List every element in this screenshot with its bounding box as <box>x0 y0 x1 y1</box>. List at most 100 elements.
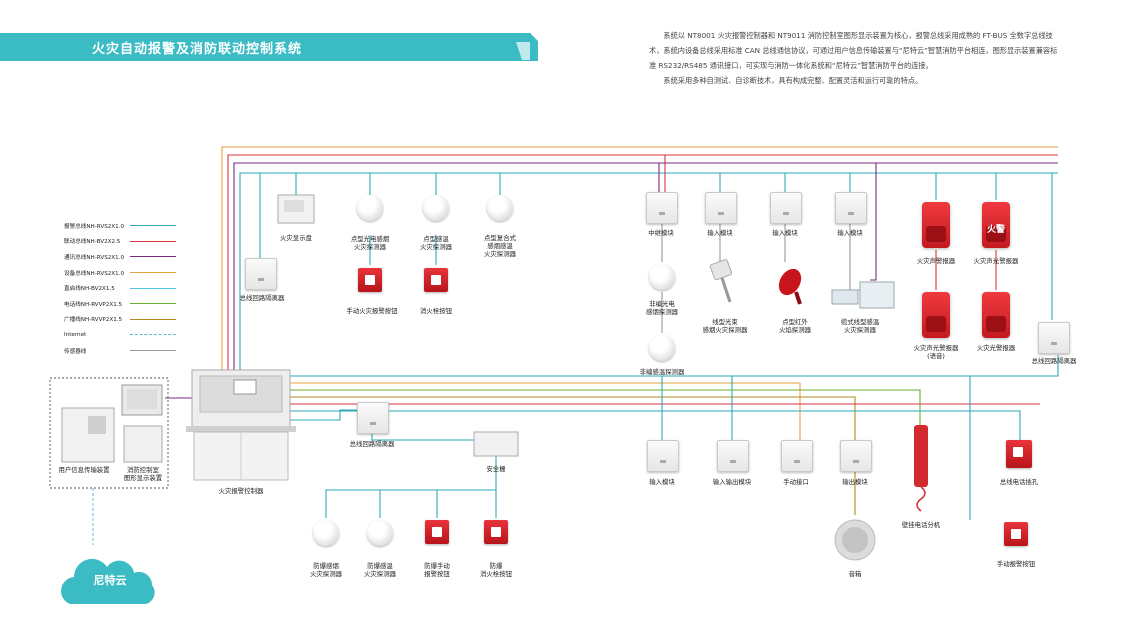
smoke-detector-icon <box>357 195 383 221</box>
label-user-transmit: 用户信息传输装置 <box>58 466 110 474</box>
label-ex-smoke: 防爆感烟 火灾探测器 <box>310 562 342 578</box>
label-manual-interface: 手动接口 <box>783 478 809 486</box>
legend-swatch <box>130 272 176 274</box>
label-combo-detector: 点型复合式 感烟感温 火灾探测器 <box>484 234 516 258</box>
legend-item: Internet <box>64 327 176 343</box>
label-beam-detector: 线型光束 感烟火灾探测器 <box>702 318 748 334</box>
legend-swatch <box>130 287 176 289</box>
ex-manual-icon <box>425 520 449 544</box>
label-isolator-right: 总线回路隔离器 <box>1031 357 1077 365</box>
label-isolator-top: 总线回路隔离器 <box>239 294 285 302</box>
legend-swatch <box>130 334 176 336</box>
sounder-icon <box>922 202 950 248</box>
intro-paragraph-1: 系统以 NT8001 火灾报警控制器和 NT9011 消防控制室图形显示装置为核… <box>649 31 1058 70</box>
user-station-box <box>49 377 169 489</box>
title-banner <box>0 33 538 61</box>
legend-item: 电话线NH-RVVP2X1.5 <box>64 296 176 312</box>
input-module-b-icon <box>647 440 679 472</box>
manual-interface-icon <box>781 440 813 472</box>
ir-flame-device <box>778 268 802 305</box>
heat-detector-icon <box>423 195 449 221</box>
strobe-icon <box>982 292 1010 338</box>
title-banner-accent <box>516 42 530 60</box>
legend-item: 通讯总线NH-RVS2X1.0 <box>64 249 176 265</box>
label-wall-phone: 壁挂电话分机 <box>901 521 941 529</box>
ex-hydrant-icon <box>484 520 508 544</box>
label-relay-module: 中继模块 <box>648 229 674 237</box>
low-alarm <box>290 355 1059 377</box>
label-fire-display: 火灾显示盘 <box>280 234 312 242</box>
link-linear-r <box>870 163 877 281</box>
ex-smoke-icon <box>313 520 339 546</box>
label-ir-flame: 点型红外 火焰探测器 <box>779 318 811 334</box>
legend-label: 电话线NH-RVVP2X1.5 <box>64 301 123 308</box>
label-controller: 火灾报警控制器 <box>218 487 264 495</box>
ex-heat-icon <box>367 520 393 546</box>
low-broad <box>290 396 856 440</box>
label-output-module: 输出模块 <box>842 478 868 486</box>
fire-controller <box>186 369 296 481</box>
legend-swatch <box>130 318 176 320</box>
legend-swatch <box>130 240 176 242</box>
legend-label: 广播线NH-RVVP2X1.5 <box>64 317 123 324</box>
low-phone <box>290 389 921 425</box>
legend-label: 直启线NH-BV2X1.5 <box>64 286 115 293</box>
label-nonencoded-heat: 非编感温探测器 <box>639 368 685 376</box>
label-input-module-2: 输入模块 <box>772 229 798 237</box>
label-hydrant-button: 消火栓按钮 <box>420 307 452 315</box>
label-phone-jack: 总线电话插孔 <box>999 478 1039 486</box>
label-isolator-mid: 总线回路隔离器 <box>349 440 395 448</box>
io-module-icon <box>717 440 749 472</box>
legend-item: 广播线NH-RVVP2X1.5 <box>64 312 176 328</box>
manual-alarm-icon <box>358 268 382 292</box>
low-iso-mid <box>290 409 357 421</box>
phone-jack-icon <box>1006 440 1032 468</box>
input-module-2-icon <box>770 192 802 224</box>
label-heat-detector: 点型感温 火灾探测器 <box>420 235 452 251</box>
isolator-right-icon <box>1038 322 1070 354</box>
input-module-3-icon <box>835 192 867 224</box>
label-graphic-display: 消防控制室 图形显示装置 <box>123 466 163 482</box>
user-transmit-device <box>61 407 115 463</box>
legend-swatch <box>130 303 176 305</box>
combo-detector-icon <box>487 195 513 221</box>
graphic-display-device <box>121 384 163 463</box>
legend-label: 报警总线NH-RVS2X1.0 <box>64 223 125 230</box>
intro-paragraph-2: 系统采用多种自测试、自诊断技术，具有构成完整、配置灵活和运行可靠的特点。 <box>663 76 923 85</box>
isolator-mid-icon <box>357 402 389 434</box>
label-ex-manual: 防爆手动 报警按钮 <box>424 562 450 578</box>
label-sounder: 火灾声警报器 <box>916 257 956 265</box>
low-equip <box>290 382 801 440</box>
nonencoded-heat-icon <box>649 335 675 361</box>
fire-display-device <box>277 194 315 224</box>
label-safety-barrier: 安全栅 <box>486 465 506 473</box>
sounder-tag: 火警 <box>987 225 1006 235</box>
page-title: 火灾自动报警及消防联动控制系统 <box>92 42 303 57</box>
intro-text: 系统以 NT8001 火灾报警控制器和 NT9011 消防控制室图形显示装置为核… <box>649 28 1061 88</box>
legend-swatch <box>130 350 176 352</box>
safety-barrier-device <box>473 431 519 457</box>
bus-linkage <box>227 154 1058 370</box>
legend-label: Internet <box>64 331 87 338</box>
cloud-label: 尼特云 <box>93 574 127 587</box>
output-module-icon <box>840 440 872 472</box>
speaker-device <box>834 519 876 561</box>
ex-bus <box>325 456 497 518</box>
label-io-module: 输入输出模块 <box>712 478 752 486</box>
label-ex-hydrant: 防爆 消火栓按钮 <box>480 562 512 578</box>
label-manual-alarm: 手动火灾报警按钮 <box>346 307 398 315</box>
cloud-shape <box>61 558 155 604</box>
sounder-voice-icon <box>922 292 950 338</box>
bus-comm <box>233 162 1058 370</box>
legend-swatch <box>130 256 176 258</box>
low-comm <box>290 410 1021 440</box>
legend-swatch <box>130 225 176 227</box>
label-manual-alarm-b: 手动报警按钮 <box>996 560 1036 568</box>
hydrant-button-icon <box>424 268 448 292</box>
nonencoded-smoke-icon <box>649 264 675 290</box>
lower-bus <box>165 355 1059 520</box>
label-sounder-strobe: 火灾声光警报器 <box>973 257 1019 265</box>
label-sounder-voice: 火灾声光警报器 (语音) <box>913 344 959 360</box>
label-input-module-1: 输入模块 <box>707 229 733 237</box>
